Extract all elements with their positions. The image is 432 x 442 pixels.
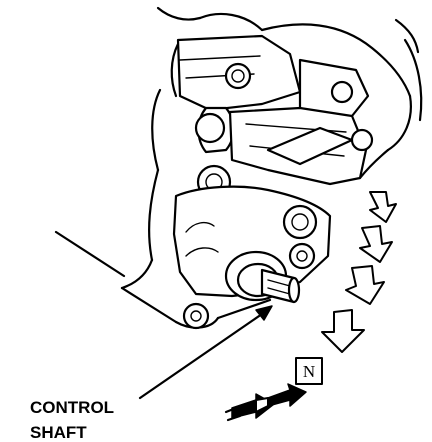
callout-leader [138, 305, 273, 400]
double-arrow-right-icon [267, 383, 307, 407]
label-control: CONTROL [30, 398, 114, 417]
control-shaft [224, 250, 301, 304]
position-letter: N [303, 362, 315, 381]
hollow-down-arrow-icon [321, 309, 365, 353]
position-marker: N [295, 357, 323, 385]
direction-arrows [224, 383, 307, 422]
hollow-down-arrow-icon [369, 191, 397, 223]
hollow-down-arrow-icon [345, 265, 385, 305]
hollow-down-arrow-icon [359, 225, 393, 263]
selector-lever-bracket [176, 34, 374, 200]
rotation-arrows [321, 191, 397, 353]
label-shaft: SHAFT [30, 423, 87, 442]
